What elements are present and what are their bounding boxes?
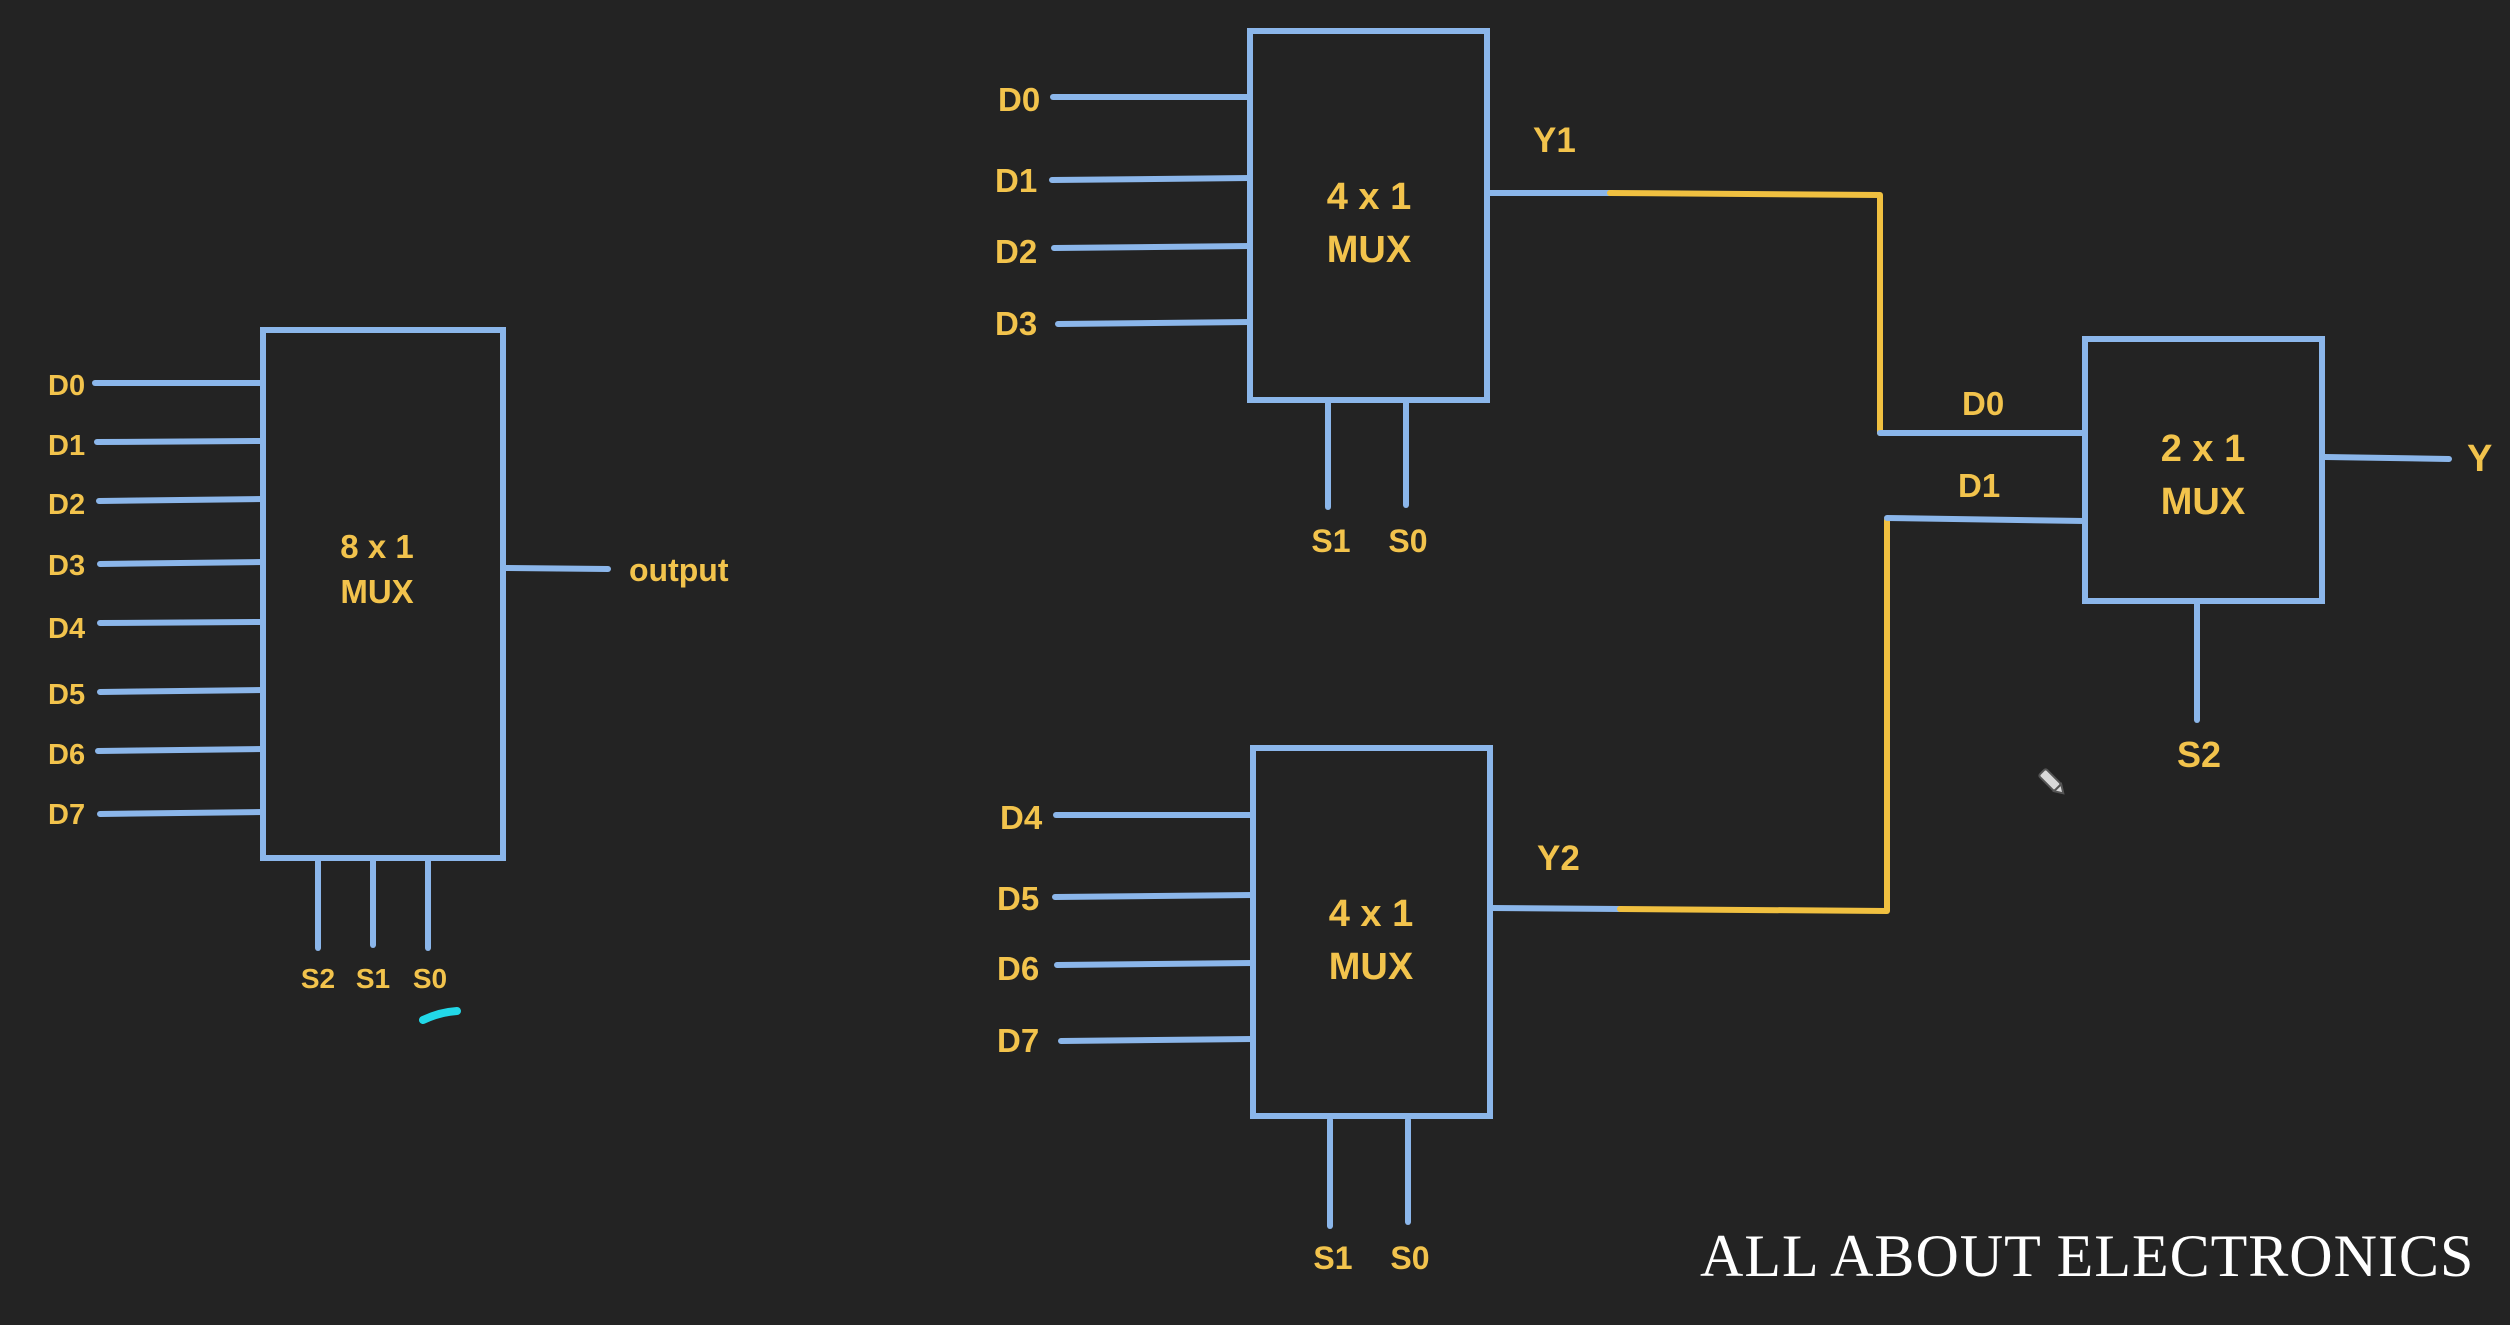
mux-4x1-top-input-label: D0 [998, 81, 1040, 118]
mux-4x1-bottom-output-wire [1488, 905, 1623, 912]
mux-4x1-top-box [1247, 28, 1490, 403]
mux-4x1-bottom-input-d6-wire [1054, 960, 1256, 968]
mux-8x1-output-label: output [629, 552, 729, 588]
mux-2x1-output-wire [2322, 454, 2452, 462]
mux-4x1-bottom-select-label: S0 [1390, 1240, 1429, 1276]
mux-4x1-bottom-title-size: 4 x 1 [1329, 893, 1414, 935]
mux-4x1-bottom-input-label: D7 [997, 1022, 1039, 1059]
mux-4x1-top-input-label: D3 [995, 305, 1037, 342]
mux-8x1-input-d1-wire [94, 438, 266, 445]
y1-to-d0-connector [1607, 190, 1883, 436]
y2-to-d1-connector [1617, 517, 1890, 914]
mux-8x1-input-label: D1 [48, 430, 85, 462]
mux-8x1-input-label: D2 [48, 489, 85, 521]
mux-8x1-input-d4-wire [97, 619, 266, 626]
mux-8x1-box [260, 327, 506, 861]
mux-8x1-title-size: 8 x 1 [340, 528, 413, 565]
mux-8x1-input-label: D4 [48, 613, 85, 645]
mux-8x1-select-label: S1 [356, 963, 390, 994]
mux-2x1-box [2082, 336, 2325, 604]
mux-8x1-input-d7-wire [97, 809, 266, 817]
mux-8x1-input-label: D0 [48, 370, 85, 402]
mux-4x1-bottom-input-d7-wire [1058, 1036, 1256, 1044]
mux-4x1-top-output-label: Y1 [1533, 121, 1576, 160]
mux-4x1-top: D0 D1 D2 D3 4 x 1 MUX S1 S0 Y1 [995, 28, 1613, 559]
mux-8x1: D0 D1 D2 D3 D4 D5 D6 D7 8 x 1 MUX S2 S1 … [48, 327, 729, 1024]
mux-4x1-top-select-label: S0 [1388, 523, 1427, 559]
mux-2x1-title-size: 2 x 1 [2161, 428, 2246, 470]
mux-4x1-top-input-d2-wire [1051, 243, 1253, 251]
mux-2x1: D0 D1 2 x 1 MUX S2 Y [1877, 336, 2492, 775]
mux-8x1-output-wire [500, 565, 611, 572]
mux-4x1-bottom-select-label: S1 [1313, 1240, 1352, 1276]
mux-8x1-input-label: D6 [48, 739, 85, 771]
mux-2x1-output-label: Y [2467, 438, 2492, 480]
mux-4x1-bottom-input-label: D6 [997, 950, 1039, 987]
mux-4x1-bottom-input-d5-wire [1052, 892, 1256, 900]
mux-8x1-input-label: D3 [48, 550, 85, 582]
mux-8x1-input-label: D5 [48, 679, 85, 711]
mux-8x1-input-label: D7 [48, 799, 85, 831]
mux-4x1-top-select-label: S1 [1311, 523, 1350, 559]
mux-4x1-top-input-label: D1 [995, 162, 1037, 199]
mux-8x1-input-d5-wire [97, 687, 266, 695]
mux-4x1-bottom-title-mux: MUX [1329, 946, 1414, 988]
mux-4x1-bottom-box [1250, 745, 1493, 1119]
mux-4x1-top-input-d3-wire [1055, 319, 1253, 327]
mux-2x1-select-label: S2 [2177, 734, 2221, 775]
mux-8x1-select-label: S2 [301, 963, 335, 994]
brand-watermark: ALL ABOUT ELECTRONICS [1700, 1223, 2475, 1289]
mux-8x1-title-mux: MUX [340, 573, 413, 610]
mux-2x1-input-label: D1 [1958, 467, 2000, 504]
mux-2x1-input-d1-wire [1884, 515, 2088, 524]
mux-4x1-bottom-input-label: D5 [997, 880, 1039, 917]
cyan-annotation-mark [419, 1007, 461, 1024]
mux-8x1-input-d6-wire [95, 746, 266, 754]
mux-4x1-bottom-output-label: Y2 [1537, 839, 1580, 878]
pen-cursor-icon [2038, 768, 2065, 795]
mux-4x1-top-title-mux: MUX [1327, 229, 1412, 271]
mux-4x1-top-input-label: D2 [995, 233, 1037, 270]
mux-8x1-input-d3-wire [97, 559, 266, 567]
mux-4x1-top-input-d1-wire [1049, 175, 1253, 183]
mux-4x1-top-title-size: 4 x 1 [1327, 176, 1412, 218]
mux-4x1-bottom: D4 D5 D6 D7 4 x 1 MUX S1 S0 Y2 [997, 745, 1623, 1276]
mux-8x1-select-label: S0 [413, 963, 447, 994]
mux-4x1-bottom-input-label: D4 [1000, 799, 1043, 836]
mux-8x1-input-d2-wire [96, 496, 266, 504]
mux-2x1-title-mux: MUX [2161, 481, 2246, 523]
mux-2x1-input-label: D0 [1962, 385, 2004, 422]
